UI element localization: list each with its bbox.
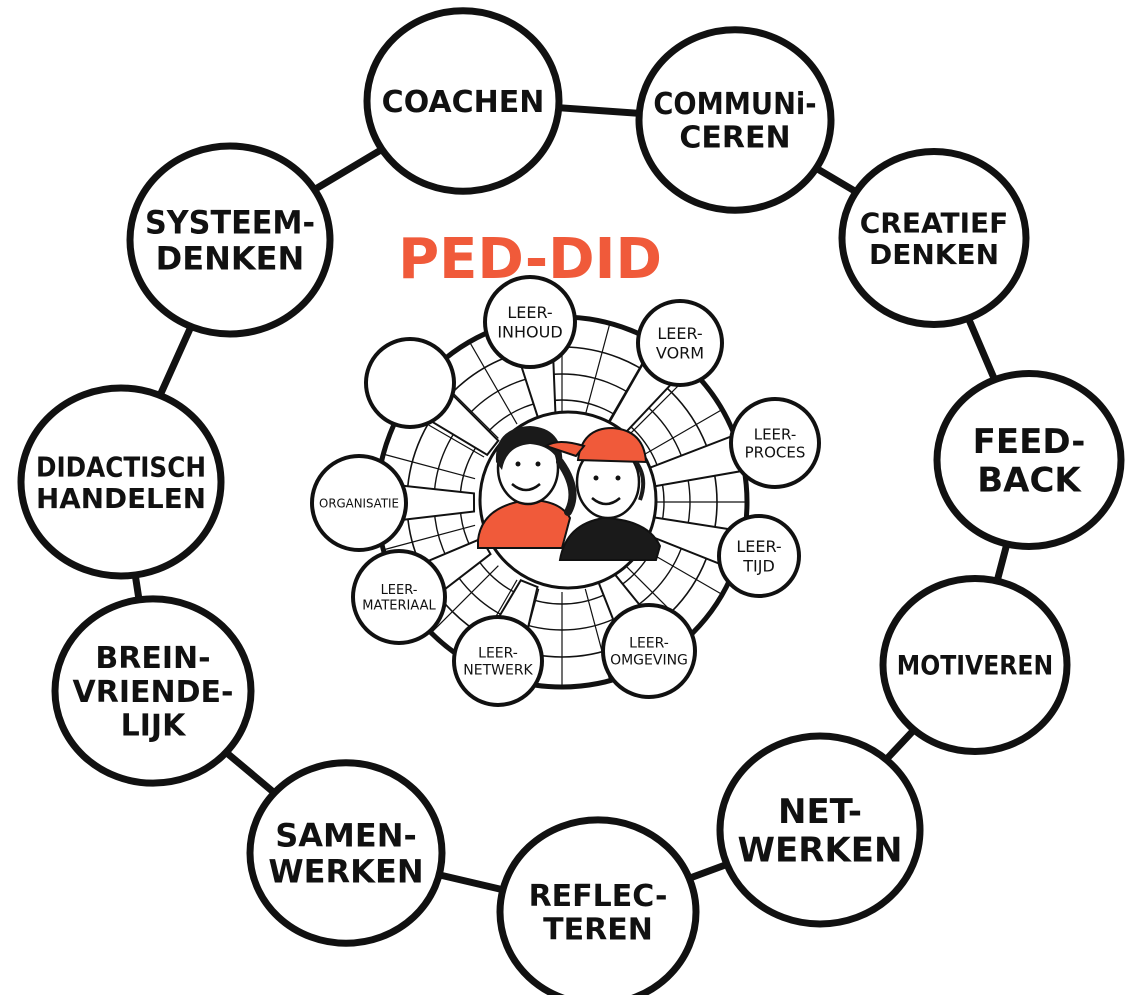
skill-label: LIJK — [121, 708, 187, 743]
skill-label: CREATIEF — [860, 206, 1009, 239]
element-label: INHOUD — [497, 322, 562, 341]
element-node-leerinhoud: LEER-INHOUD — [483, 275, 577, 369]
wheel-spoke — [383, 453, 476, 480]
skill-label: HANDELEN — [36, 482, 206, 515]
element-label: TIJD — [742, 556, 775, 575]
element-label: MATERIAAL — [362, 598, 436, 613]
left-person-eye — [515, 461, 521, 467]
skill-node-coachen: COACHEN — [363, 7, 563, 195]
skill-label: REFLEC- — [529, 879, 668, 914]
element-node-leernetwerk: LEER-NETWERK — [452, 615, 544, 707]
skill-node-circle — [17, 384, 225, 580]
skill-label: NET- — [778, 792, 862, 832]
element-label: ORGANISATIE — [319, 496, 399, 510]
wheel-spoke — [639, 408, 723, 458]
element-node-organisatie: ORGANISATIE — [310, 454, 408, 552]
right-person-smile — [591, 497, 621, 506]
element-node-leermateriaal: LEER-MATERIAAL — [351, 549, 447, 645]
element-node-leerproces: LEER-PROCES — [729, 397, 821, 489]
right-person-hair — [634, 460, 646, 501]
skill-node-circle — [246, 759, 446, 947]
left-person-ponytail — [556, 458, 577, 516]
skill-label: COACHEN — [382, 85, 545, 120]
element-node-circle — [351, 549, 447, 645]
skill-node-circle — [126, 142, 334, 338]
right-person-cap-brim — [543, 441, 586, 458]
element-node-circle — [601, 603, 697, 699]
skill-node-circle — [635, 26, 835, 214]
skill-node-circle — [51, 595, 255, 787]
element-label: LEER- — [507, 303, 552, 322]
wheel-spoke — [430, 565, 499, 634]
left-person-smile — [511, 483, 541, 492]
element-node-circle — [364, 337, 456, 429]
skill-label: TEREN — [543, 913, 653, 948]
skill-label: CEREN — [679, 121, 790, 156]
element-label: OMGEVING — [610, 652, 688, 668]
skill-label: SAMEN- — [275, 817, 417, 855]
skill-node-breinvriendelijk: BREIN-VRIENDE-LIJK — [51, 595, 255, 787]
right-person-cap — [576, 426, 648, 464]
element-node-leertijd: LEER-TIJD — [717, 514, 801, 598]
skill-label: DENKEN — [869, 238, 999, 271]
wheel-spoke — [468, 341, 518, 425]
right-person-eye — [593, 475, 599, 481]
skill-node-systeemdenken: SYSTEEM-DENKEN — [126, 142, 334, 338]
left-person-hair — [495, 426, 563, 470]
skill-label: DIDACTISCH — [36, 450, 206, 483]
skill-node-reflecteren: REFLEC-TEREN — [496, 816, 700, 995]
skill-label: BACK — [977, 460, 1082, 500]
right-person-eye — [615, 475, 621, 481]
element-node-leeromgeving: LEER-OMGEVING — [601, 603, 697, 699]
skill-node-motiveren: MOTIVEREN — [879, 575, 1071, 755]
element-label: LEER- — [381, 583, 418, 598]
skill-label: DENKEN — [156, 239, 305, 277]
skill-node-feedback: FEED-BACK — [933, 370, 1125, 550]
skill-node-circle — [879, 575, 1071, 755]
element-node-circle — [483, 275, 577, 369]
element-node-circle — [729, 397, 821, 489]
element-label: LEER- — [736, 537, 781, 556]
skill-label: BREIN- — [95, 641, 210, 676]
skill-label: COMMUNi- — [653, 87, 816, 122]
element-node-circle — [452, 615, 544, 707]
skill-label: VRIENDE- — [73, 675, 234, 710]
skill-node-communiceren: COMMUNi-CEREN — [635, 26, 835, 214]
skill-node-circle — [496, 816, 700, 995]
skill-label: WERKEN — [268, 852, 423, 890]
element-node-circle — [310, 454, 408, 552]
element-label: NETWERK — [463, 662, 533, 678]
wheel-spoke — [383, 524, 476, 551]
element-node-blank — [364, 337, 456, 429]
skill-node-circle — [363, 7, 563, 195]
skill-label: MOTIVEREN — [897, 651, 1053, 682]
skill-node-circle — [933, 370, 1125, 550]
people-illustration — [477, 426, 662, 561]
element-label: LEER- — [478, 646, 518, 662]
element-node-leervorm: LEER-VORM — [636, 299, 724, 387]
element-label: LEER- — [657, 324, 702, 343]
skill-node-netwerken: NET-WERKEN — [716, 732, 924, 928]
skill-node-circle — [838, 148, 1030, 328]
wheel-spoke — [584, 323, 611, 416]
skill-label: SYSTEEM- — [145, 204, 315, 242]
element-label: LEER- — [629, 636, 669, 652]
element-label: VORM — [656, 343, 704, 362]
element-node-circle — [717, 514, 801, 598]
skill-node-samenwerken: SAMEN-WERKEN — [246, 759, 446, 947]
skill-label: FEED- — [973, 422, 1086, 462]
element-node-circle — [636, 299, 724, 387]
left-person-eye — [535, 461, 541, 467]
element-label: LEER- — [754, 425, 797, 443]
skill-label: WERKEN — [738, 830, 903, 870]
element-label: PROCES — [745, 443, 806, 461]
skill-node-circle — [716, 732, 924, 928]
